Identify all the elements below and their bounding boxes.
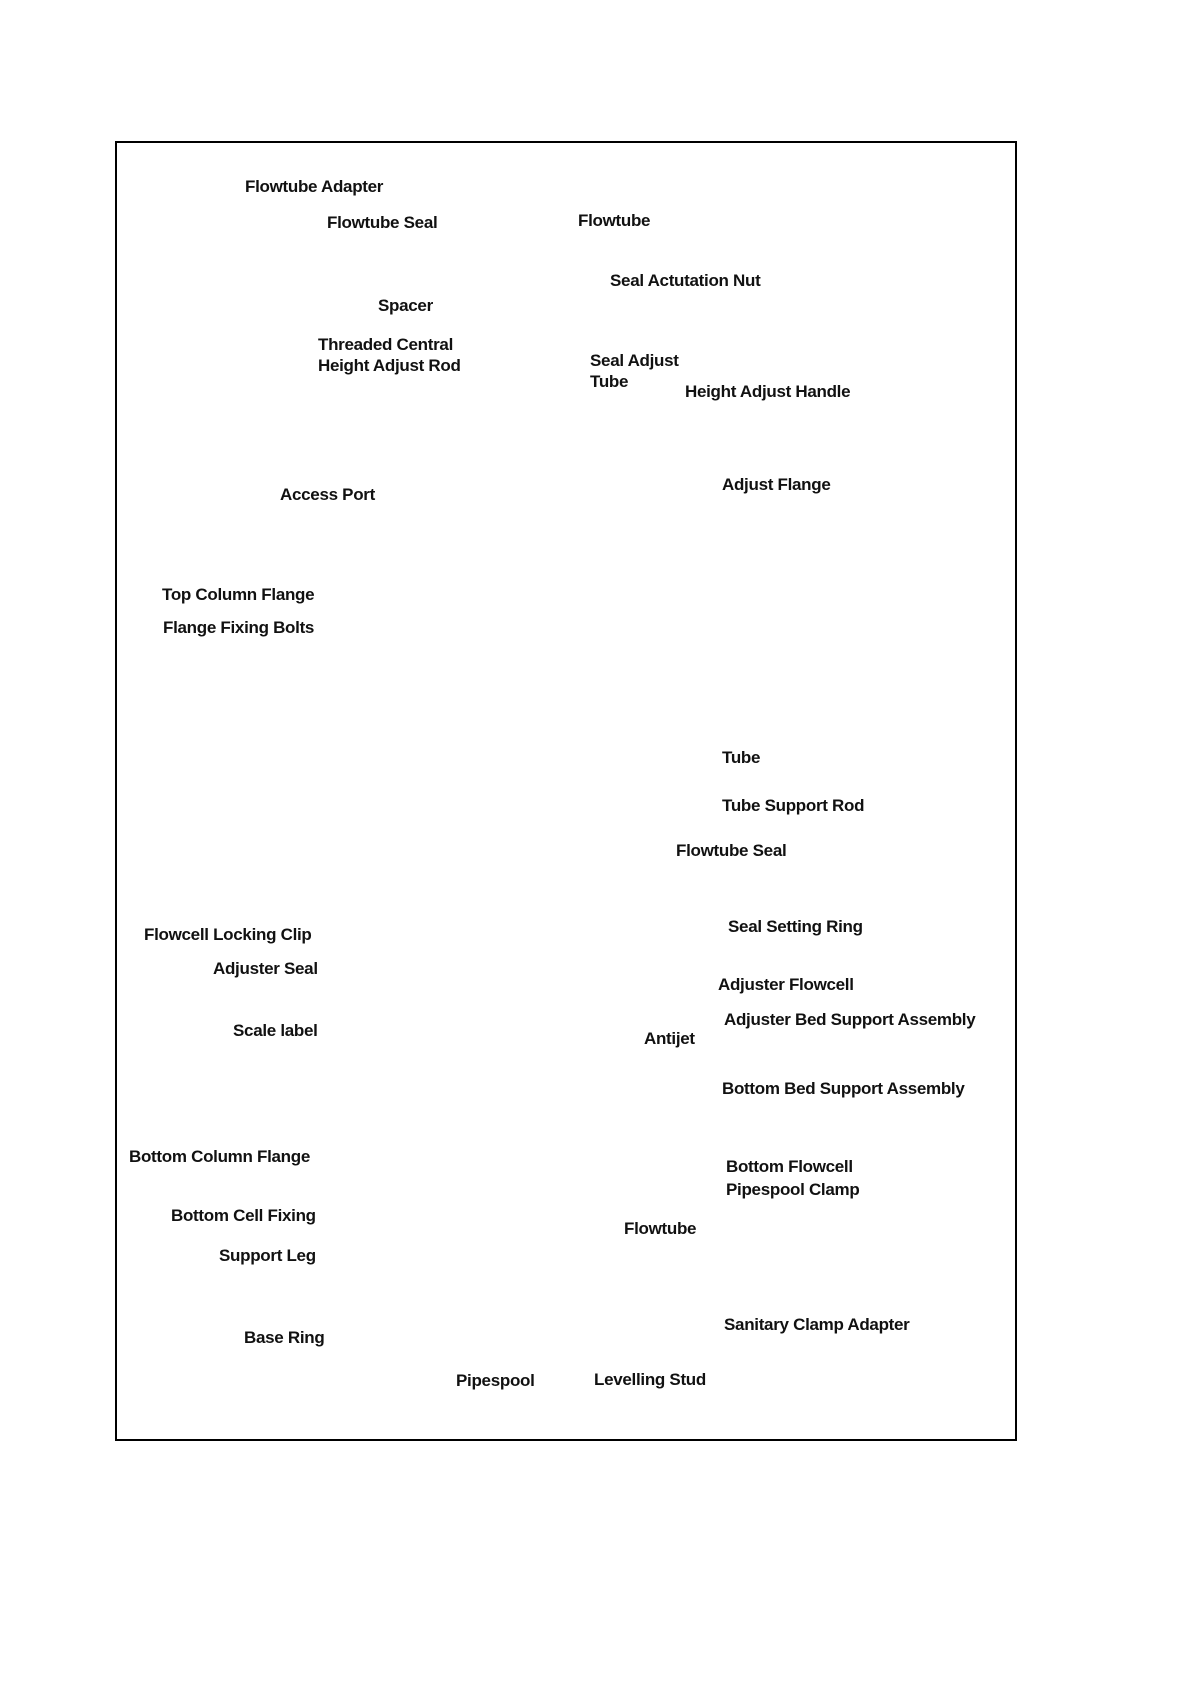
label-spacer: Spacer bbox=[378, 296, 433, 315]
label-flowtube-adapter: Flowtube Adapter bbox=[245, 177, 384, 196]
label-flowtube-bottom: Flowtube bbox=[624, 1219, 697, 1238]
label-flange-fixing-bolts: Flange Fixing Bolts bbox=[163, 618, 315, 637]
label-pipespool-clamp: Pipespool Clamp bbox=[726, 1180, 860, 1199]
label-bottom-flowcell: Bottom Flowcell bbox=[726, 1157, 853, 1176]
label-threaded-rod: Threaded Central Height Adjust Rod bbox=[318, 335, 461, 375]
label-height-adjust-handle: Height Adjust Handle bbox=[685, 382, 851, 401]
label-scale-label: Scale label bbox=[233, 1021, 318, 1040]
label-adjust-flange: Adjust Flange bbox=[722, 475, 831, 494]
label-flowtube-seal-mid: Flowtube Seal bbox=[676, 841, 787, 860]
label-seal-setting-ring: Seal Setting Ring bbox=[728, 917, 863, 936]
label-pipespool: Pipespool bbox=[456, 1371, 535, 1390]
label-bottom-cell-fixing: Bottom Cell Fixing bbox=[171, 1206, 316, 1225]
label-levelling-stud: Levelling Stud bbox=[594, 1370, 706, 1389]
label-antijet: Antijet bbox=[644, 1029, 695, 1048]
label-adjuster-bed-support: Adjuster Bed Support Assembly bbox=[724, 1010, 976, 1029]
label-seal-actuation-nut: Seal Actutation Nut bbox=[610, 271, 761, 290]
label-adjuster-flowcell: Adjuster Flowcell bbox=[718, 975, 854, 994]
label-tube-support-rod: Tube Support Rod bbox=[722, 796, 865, 815]
label-bottom-column-flange: Bottom Column Flange bbox=[129, 1147, 310, 1166]
label-flowtube-seal-top: Flowtube Seal bbox=[327, 213, 438, 232]
label-support-leg: Support Leg bbox=[219, 1246, 316, 1265]
label-tube: Tube bbox=[722, 748, 761, 767]
label-base-ring: Base Ring bbox=[244, 1328, 325, 1347]
label-bottom-bed-support: Bottom Bed Support Assembly bbox=[722, 1079, 965, 1098]
diagram-frame bbox=[115, 141, 1017, 1441]
label-sanitary-clamp-adapter: Sanitary Clamp Adapter bbox=[724, 1315, 910, 1334]
label-access-port: Access Port bbox=[280, 485, 375, 504]
label-seal-adjust-tube: Seal Adjust Tube bbox=[590, 351, 679, 391]
label-flowtube-top: Flowtube bbox=[578, 211, 651, 230]
label-adjuster-seal: Adjuster Seal bbox=[213, 959, 318, 978]
label-flowcell-locking-clip: Flowcell Locking Clip bbox=[144, 925, 312, 944]
label-top-column-flange: Top Column Flange bbox=[162, 585, 315, 604]
